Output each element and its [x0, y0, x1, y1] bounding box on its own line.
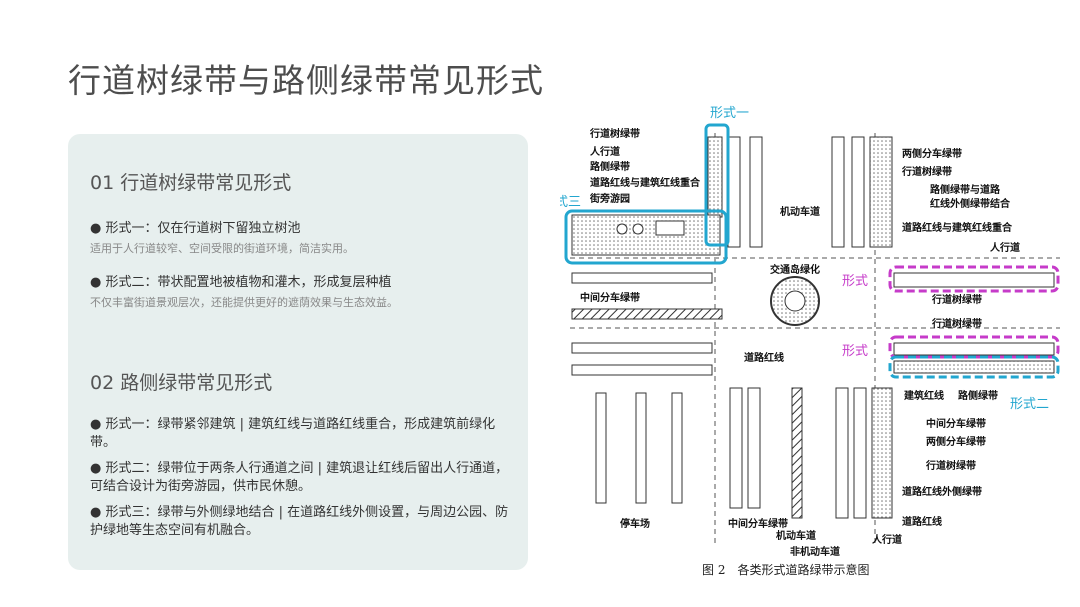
labels-misc: 机动车道 交通岛绿化 中间分车绿带 道路红线 停车场 中间分车绿带 机动车道 非…	[580, 205, 840, 558]
label-rb-5: 行道树绿带	[925, 459, 976, 472]
street-garden-block	[571, 214, 721, 256]
label-rt-4: 红线外侧绿带结合	[930, 197, 1011, 210]
label-left-3: 路侧绿带	[590, 160, 630, 173]
road-greenbelt-diagram: 形式一 形式三 形式 形式 形式二 行道树绿带 人行道 路侧绿带 道路红线与建筑…	[560, 106, 1060, 558]
label-rm-1: 行道树绿带	[931, 293, 982, 306]
label-rt-2: 行道树绿带	[901, 165, 952, 178]
label-rb-1: 建筑红线	[903, 389, 944, 402]
labels-right-bottom: 建筑红线 路侧绿带 中间分车绿带 两侧分车绿带 行道树绿带 道路红线外侧绿带 道…	[872, 389, 998, 546]
marker-form2: 形式二	[1010, 397, 1049, 412]
label-bottom-median: 中间分车绿带	[728, 517, 788, 530]
marker-form-m: 形式	[842, 274, 868, 289]
label-parking: 停车场	[620, 517, 650, 530]
section-1-item-2-desc: 不仅丰富街道景观层次，还能提供更好的遮荫效果与生态效益。	[90, 296, 398, 309]
label-left-1: 行道树绿带	[589, 127, 640, 140]
label-rb-4: 两侧分车绿带	[926, 435, 986, 448]
tree-rows-left	[571, 272, 723, 376]
marker-form3: 形式三	[560, 195, 581, 210]
section-1-item-2-head: ● 形式二：带状配置地被植物和灌木，形成复层种植	[90, 275, 392, 290]
marker-form1: 形式一	[710, 106, 749, 121]
tree-rows-right	[893, 272, 1055, 374]
label-motorway: 机动车道	[780, 205, 820, 218]
tree-columns-bottom	[595, 387, 893, 519]
traffic-island	[770, 276, 820, 326]
label-bottom-nonmotor: 非机动车道	[790, 545, 840, 558]
info-panel: 01 行道树绿带常见形式 ● 形式一：仅在行道树下留独立树池 适用于人行道较窄、…	[68, 134, 528, 570]
label-rt-1: 两侧分车绿带	[902, 147, 962, 160]
tree-column-top-right	[831, 136, 893, 248]
label-left-5: 街旁游园	[589, 192, 630, 205]
figure-caption: 图 2 各类形式道路绿带示意图	[702, 563, 870, 577]
label-rb-7: 道路红线	[902, 515, 942, 528]
page-title: 行道树绿带与路侧绿带常见形式	[68, 61, 544, 100]
label-left-2: 人行道	[590, 145, 620, 158]
tree-column-top-left	[707, 136, 763, 248]
label-rb-8: 人行道	[872, 533, 902, 546]
label-median: 中间分车绿带	[580, 291, 640, 304]
labels-right-top: 两侧分车绿带 行道树绿带 路侧绿带与道路 红线外侧绿带结合 道路红线与建筑红线重…	[901, 147, 1020, 254]
label-redline: 道路红线	[744, 351, 784, 364]
section-2-heading: 02 路侧绿带常见形式	[90, 372, 273, 394]
section-2-item-2-head: ● 形式二：绿带位于两条人行通道之间 | 建筑退让红线后留出人行通道，可结合设计…	[90, 461, 509, 494]
marker-form-m2: 形式	[842, 344, 868, 359]
label-rb-3: 中间分车绿带	[926, 417, 986, 430]
section-2-item-1-head: ● 形式一：绿带紧邻建筑 | 建筑红线与道路红线重合，形成建筑前绿化带。	[90, 417, 496, 450]
form-highlights	[564, 123, 1060, 379]
label-left-4: 道路红线与建筑红线重合	[590, 176, 701, 189]
section-2-item-3-head: ● 形式三：绿带与外侧绿地结合 | 在道路红线外侧设置，与周边公园、防护绿地等生…	[90, 505, 509, 538]
label-island: 交通岛绿化	[770, 263, 820, 276]
label-rt-6: 人行道	[990, 241, 1020, 254]
label-bottom-motorway: 机动车道	[776, 529, 816, 542]
labels-right-mid: 行道树绿带 行道树绿带	[931, 293, 982, 330]
section-1-item-1-desc: 适用于人行道较窄、空间受限的街道环境，简洁实用。	[90, 242, 354, 255]
labels-left: 行道树绿带 人行道 路侧绿带 道路红线与建筑红线重合 街旁游园	[589, 127, 701, 205]
section-1-heading: 01 行道树绿带常见形式	[90, 172, 292, 194]
label-rm-2: 行道树绿带	[931, 317, 982, 330]
label-rt-5: 道路红线与建筑红线重合	[902, 221, 1013, 234]
label-rb-2: 路侧绿带	[958, 389, 998, 402]
label-rb-6: 道路红线外侧绿带	[902, 485, 982, 498]
label-rt-3: 路侧绿带与道路	[930, 183, 1001, 196]
road-centerlines	[570, 133, 1060, 543]
section-1-item-1-head: ● 形式一：仅在行道树下留独立树池	[90, 221, 301, 236]
